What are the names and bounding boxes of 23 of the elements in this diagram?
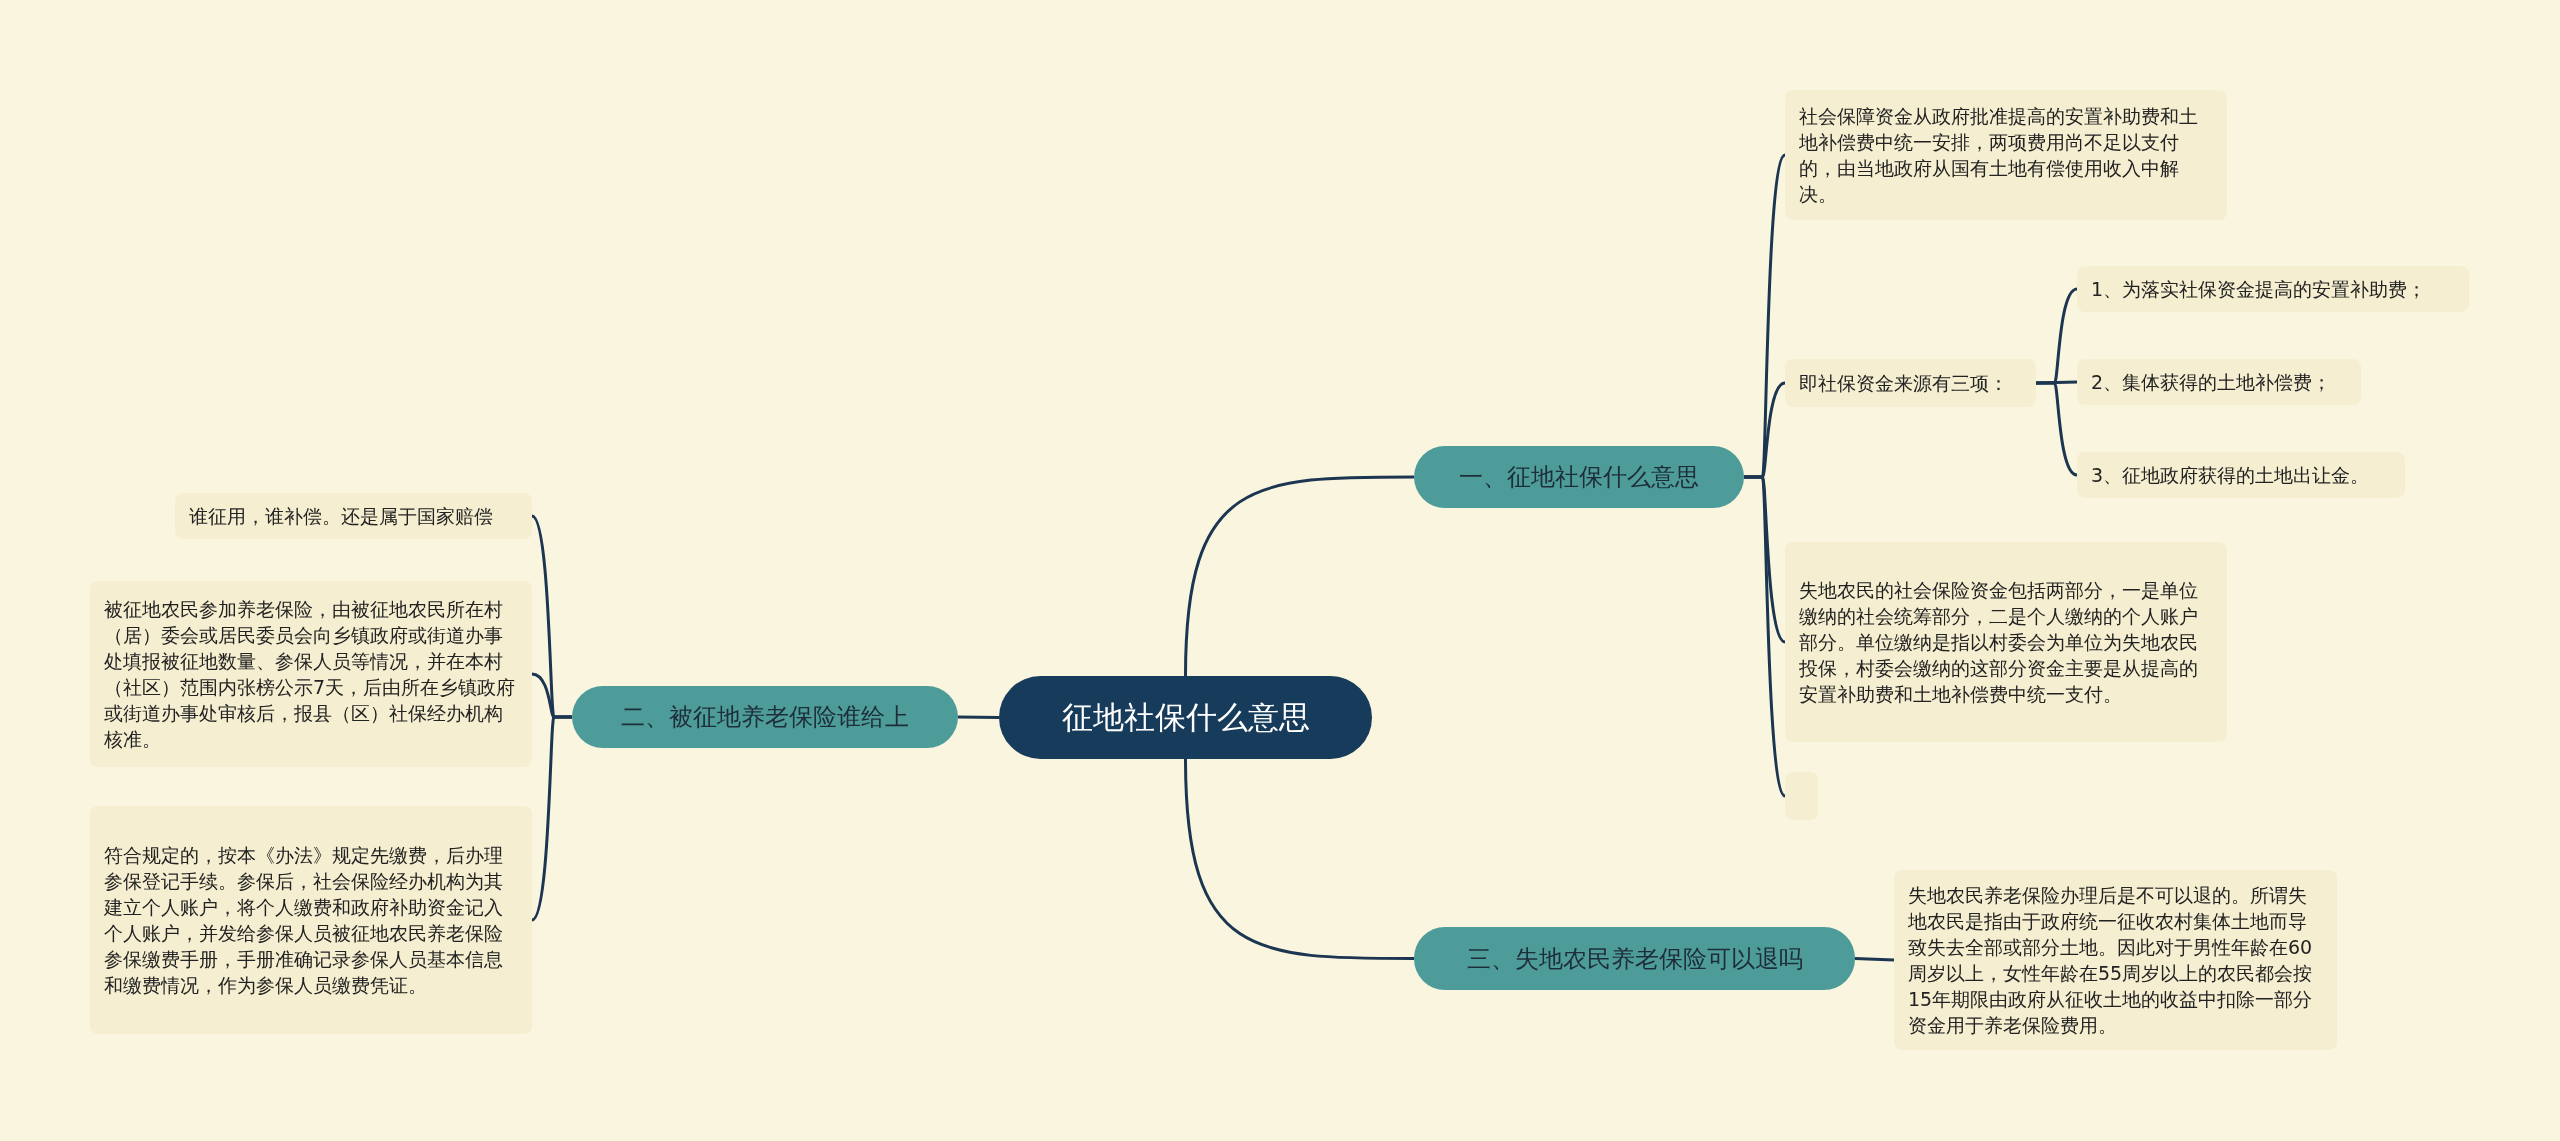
- topic-pill: 二、被征地养老保险谁给上: [572, 686, 958, 748]
- note-box: 失地农民养老保险办理后是不可以退的。所谓失地农民是指由于政府统一征收农村集体土地而导致失去全部或部分土地。因此对于男性年龄在60周岁以上，女性年龄在55周岁以上的农民都会按15年期限由政府从征收土地的收益中扣除一部分资金用于养老保险费用。: [1894, 870, 2337, 1050]
- note-box: 符合规定的，按本《办法》规定先缴费，后办理参保登记手续。参保后，社会保险经办机构为其建立个人账户，将个人缴费和政府补助资金记入个人账户，并发给参保人员被征地农民养老保险参保缴费手册，手册准确记录参保人员基本信息和缴费情况，作为参保人员缴费凭证。: [90, 806, 532, 1034]
- topic-pill: 一、征地社保什么意思: [1414, 446, 1744, 508]
- topic-pill: 三、失地农民养老保险可以退吗: [1414, 927, 1855, 990]
- connector-line: [957, 715, 1000, 719]
- note-box: 1、为落实社保资金提高的安置补助费；: [2077, 266, 2469, 312]
- note-box: 即社保资金来源有三项：: [1785, 359, 2036, 407]
- connector-line: [1854, 957, 1895, 962]
- note-box: 2、集体获得的土地补偿费；: [2077, 359, 2361, 405]
- central-topic: 征地社保什么意思: [999, 676, 1372, 759]
- connector-line: [530, 715, 572, 922]
- note-box: 3、征地政府获得的土地出让金。: [2077, 452, 2405, 498]
- note-box: 谁征用，谁补偿。还是属于国家赔偿: [175, 493, 532, 539]
- connector-line: [1744, 475, 1787, 797]
- connector-line: [1184, 758, 1414, 960]
- note-box: 失地农民的社会保险资金包括两部分，一是单位缴纳的社会统筹部分，二是个人缴纳的个人账户部分。单位缴纳是指以村委会为单位为失地农民投保，村委会缴纳的这部分资金主要是从提高的安置补助费和土地补偿费中统一支付。: [1785, 542, 2227, 742]
- note-box: 社会保障资金从政府批准提高的安置补助费和土地补偿费中统一安排，两项费用尚不足以支付的，由当地政府从国有土地有偿使用收入中解决。: [1785, 90, 2227, 220]
- connector-line: [2036, 381, 2078, 477]
- connector-line: [1184, 475, 1414, 677]
- note-box: 被征地农民参加养老保险，由被征地农民所在村（居）委会或居民委员会向乡镇政府或街道办事处填报被征地数量、参保人员等情况，并在本村（社区）范围内张榜公示7天，后由所在乡镇政府或街道办事处审核后，报县（区）社保经办机构核准。: [90, 581, 532, 767]
- empty-box: [1785, 772, 1818, 820]
- connector-line: [2035, 380, 2078, 385]
